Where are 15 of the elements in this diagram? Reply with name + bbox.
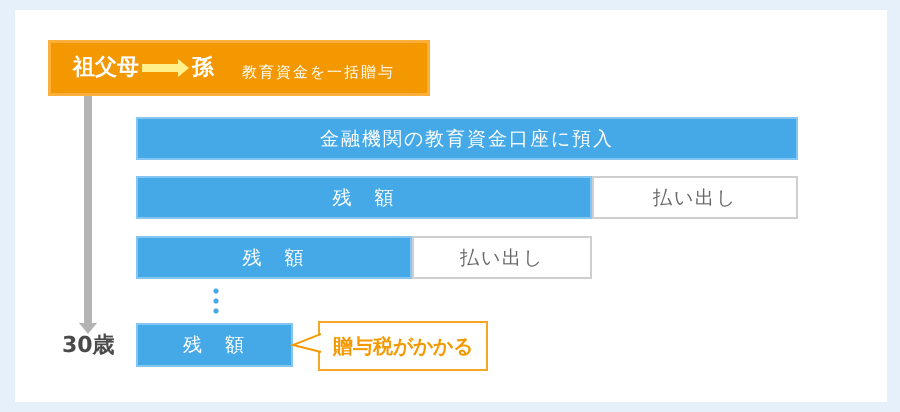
withdrawal-bar: 払い出し (412, 236, 592, 279)
withdrawal-bar: 払い出し (592, 176, 798, 219)
balance-bar: 残 額 (136, 176, 592, 219)
heading-text: 孫 (189, 53, 217, 83)
balance-bar: 残 額 (136, 323, 293, 367)
age-label: 30歳 (62, 334, 115, 358)
banner (48, 40, 430, 96)
account-bar: 金融機関の教育資金口座に預入 (136, 117, 798, 160)
timeline-arrow (79, 96, 97, 334)
arrow (142, 59, 189, 77)
subtitle-text: 教育資金を一括贈与 (242, 62, 395, 83)
callout-box: 贈与税がかかる (318, 321, 488, 371)
balance-bar: 残 額 (136, 236, 412, 279)
callout-pointer (290, 333, 322, 353)
heading-text: 祖父母 (70, 53, 142, 83)
